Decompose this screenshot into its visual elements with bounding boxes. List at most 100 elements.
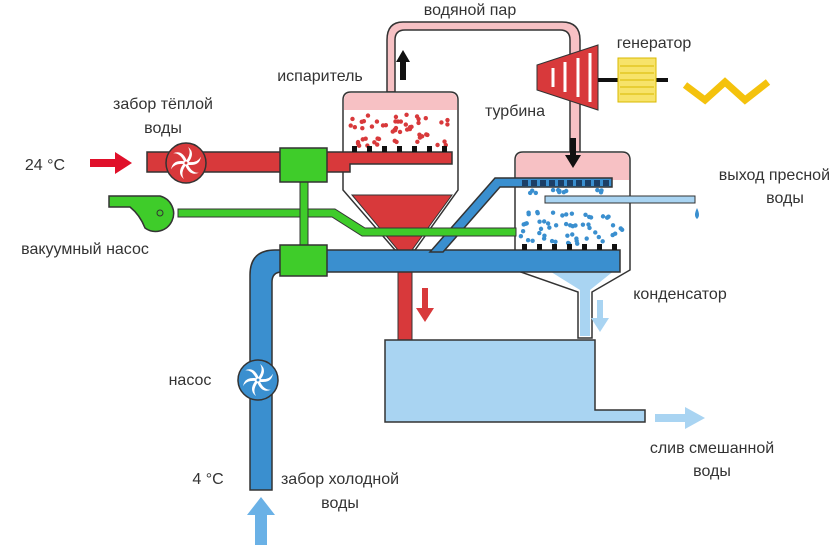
droplet — [596, 234, 602, 240]
blade — [185, 164, 199, 174]
cold-pump-icon — [237, 359, 279, 401]
label-fresh-water-out-2: воды — [766, 190, 804, 207]
droplet — [374, 119, 380, 124]
nozzle — [597, 244, 602, 250]
steam-up-arrow — [396, 50, 410, 80]
nozzle — [522, 244, 527, 250]
droplet — [395, 119, 401, 124]
blade — [245, 369, 259, 379]
droplet — [365, 113, 371, 118]
fresh-drain-arrow — [591, 300, 609, 332]
label-warm-intake-1: забор тёплой — [113, 96, 213, 113]
droplet — [416, 120, 421, 126]
nozzle — [352, 146, 357, 152]
droplet — [600, 214, 606, 219]
blade — [258, 364, 264, 380]
label-fresh-water-out-1: выход пресной — [719, 167, 830, 184]
label-warm-temp: 24 °C — [25, 157, 65, 174]
droplet — [563, 221, 569, 227]
nozzle — [603, 180, 609, 186]
nozzle — [585, 180, 591, 186]
droplet — [419, 134, 425, 139]
cold-water-branch — [428, 177, 613, 253]
droplet — [583, 212, 588, 217]
generator-windings — [620, 65, 654, 95]
vacuum-pump-hub — [156, 209, 164, 217]
droplet — [550, 187, 556, 193]
droplet — [530, 238, 535, 243]
label-turbine: турбина — [485, 103, 545, 120]
heat-exchanger-top — [279, 147, 328, 183]
fresh-water-pipe — [544, 195, 696, 204]
droplet — [547, 225, 552, 230]
droplet — [565, 233, 570, 238]
droplet — [541, 219, 547, 224]
droplet — [380, 123, 386, 128]
droplet — [394, 139, 399, 145]
vacuum-pump — [108, 195, 175, 233]
label-pump: насос — [169, 372, 212, 389]
droplet — [404, 112, 409, 117]
warm-inflow-arrow — [90, 152, 132, 174]
condenser-funnel — [548, 270, 615, 336]
droplet — [407, 126, 413, 132]
evaporator-steam-zone — [344, 93, 457, 110]
label-mixed-drain-2: воды — [693, 463, 731, 480]
droplet — [570, 224, 575, 229]
label-steam: водяной пар — [424, 2, 517, 19]
droplet — [561, 190, 566, 195]
droplet — [610, 223, 616, 228]
label-generator: генератор — [617, 35, 692, 52]
warm-droplets — [348, 112, 450, 148]
droplet — [570, 232, 575, 237]
droplet — [580, 222, 586, 227]
nozzle — [382, 146, 387, 152]
blade — [257, 381, 271, 391]
heat-exchanger-bottom — [279, 244, 328, 277]
droplet — [587, 225, 592, 231]
droplet — [537, 230, 542, 236]
nozzle — [397, 146, 402, 152]
nozzle — [442, 146, 447, 152]
cold-droplets — [518, 187, 625, 246]
droplet — [535, 209, 540, 215]
droplet — [397, 129, 403, 135]
cold-inflow-arrow — [247, 497, 275, 545]
vacuum-pipe — [177, 208, 517, 237]
nozzle — [612, 244, 617, 250]
droplet — [393, 125, 399, 131]
label-condenser: конденсатор — [633, 286, 727, 303]
droplet — [356, 143, 362, 148]
droplet — [350, 116, 355, 122]
blade — [243, 377, 257, 387]
blade — [186, 147, 192, 163]
droplet — [423, 116, 428, 121]
droplet — [549, 238, 555, 244]
droplet — [520, 229, 526, 234]
droplet — [553, 223, 559, 228]
droplet — [542, 233, 547, 238]
droplet — [600, 239, 605, 244]
droplet — [369, 124, 375, 129]
nozzle — [594, 180, 600, 186]
nozzle — [558, 180, 564, 186]
droplet — [564, 212, 569, 217]
droplet — [545, 221, 551, 226]
evaporator-nozzles — [352, 146, 447, 152]
label-vacuum-pump: вакуумный насос — [21, 241, 149, 258]
droplet — [586, 222, 591, 227]
nozzle — [549, 180, 555, 186]
droplet — [569, 211, 575, 216]
droplet — [584, 236, 589, 241]
droplet — [518, 234, 524, 239]
label-cold-intake-2: воды — [321, 495, 359, 512]
droplet — [375, 142, 380, 147]
electricity-icon — [682, 77, 771, 105]
droplet — [393, 114, 399, 120]
nozzle — [567, 244, 572, 250]
nozzle — [427, 146, 432, 152]
droplet — [538, 226, 544, 232]
droplet — [348, 123, 353, 128]
droplet — [445, 117, 450, 123]
